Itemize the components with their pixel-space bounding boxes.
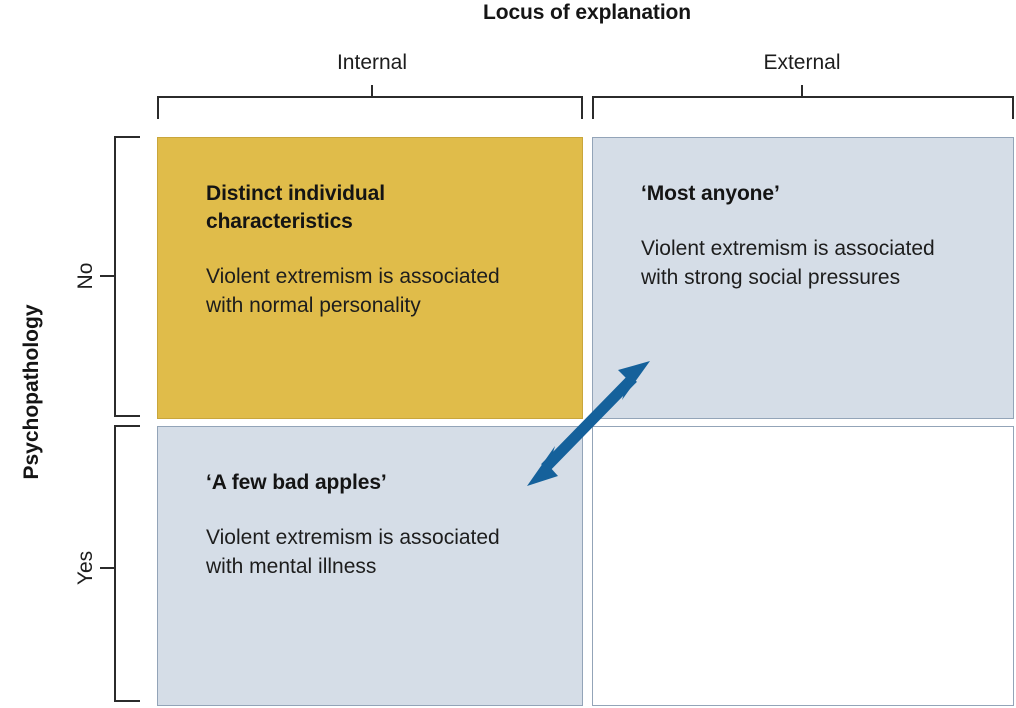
quadrant-external-no-heading: ‘Most anyone’ (641, 182, 780, 205)
bracket-span-no (114, 136, 116, 417)
column-label-external: External (763, 51, 841, 74)
bracket-span-yes (114, 425, 116, 702)
bracket-end-yes-bottom (114, 700, 140, 702)
quadrant-internal-yes-body: Violent extremism is associated with men… (206, 526, 500, 578)
bracket-span-external (592, 96, 1014, 98)
quadrant-internal-no-heading: Distinct individual characteristics (206, 182, 385, 233)
quadrant-external-no-body: Violent extremism is associated with str… (641, 237, 935, 289)
bracket-end-no-bottom (114, 415, 140, 417)
row-axis-title: Psychopathology (20, 304, 43, 480)
bracket-end-external-left (592, 96, 594, 119)
quadrant-external-yes[interactable] (592, 426, 1014, 706)
bracket-tick-internal (371, 85, 373, 98)
bracket-tick-external (801, 85, 803, 98)
bracket-end-yes-top (114, 425, 140, 427)
quadrant-internal-yes[interactable]: ‘A few bad apples’ Violent extremism is … (157, 426, 583, 706)
bracket-tick-no (100, 275, 115, 277)
column-axis-title: Locus of explanation (482, 1, 692, 24)
quadrant-internal-yes-heading: ‘A few bad apples’ (206, 471, 387, 494)
bracket-span-internal (157, 96, 583, 98)
bracket-end-internal-left (157, 96, 159, 119)
bracket-end-external-right (1012, 96, 1014, 119)
row-label-yes: Yes (74, 550, 97, 586)
bracket-end-no-top (114, 136, 140, 138)
row-label-no: No (74, 262, 97, 290)
quadrant-internal-no-body: Violent extremism is associated with nor… (206, 265, 500, 317)
column-label-internal: Internal (336, 51, 408, 74)
bracket-tick-yes (100, 567, 115, 569)
quadrant-internal-no[interactable]: Distinct individual characteristics Viol… (157, 137, 583, 419)
bracket-end-internal-right (581, 96, 583, 119)
quadrant-external-no[interactable]: ‘Most anyone’ Violent extremism is assoc… (592, 137, 1014, 419)
